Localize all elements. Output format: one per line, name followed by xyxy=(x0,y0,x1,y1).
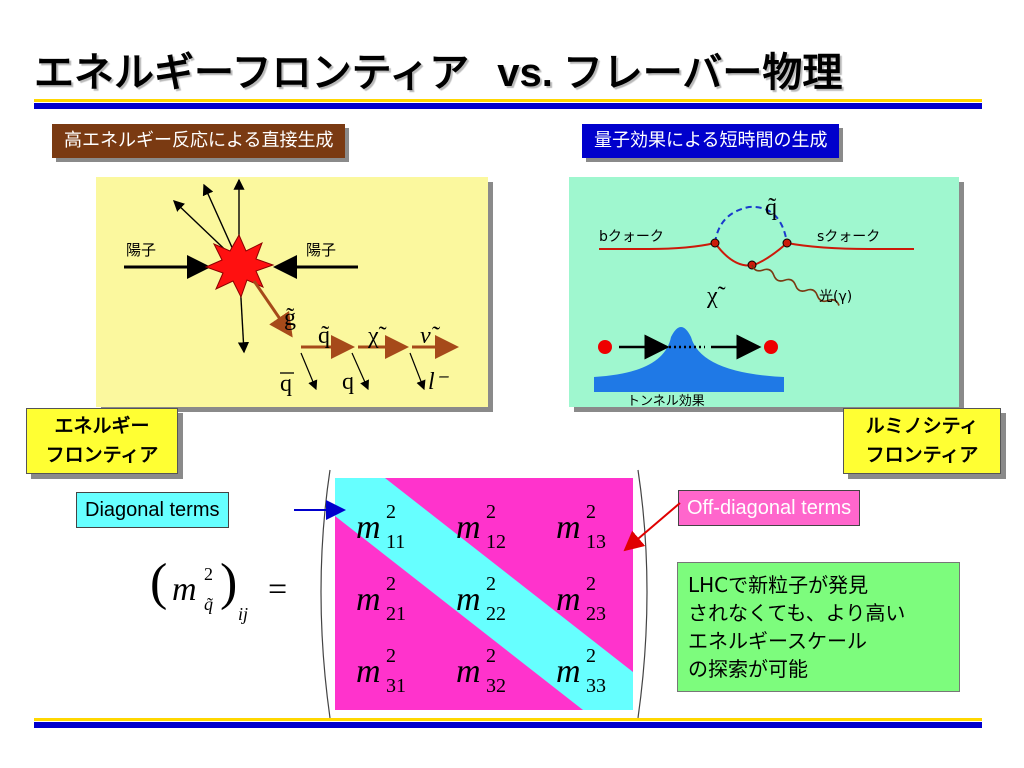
matrix-right-paren xyxy=(637,469,648,719)
direct-production-diagram: 陽子 陽子 g̃ q̃ χ̃ ν̃ q q l⁻ xyxy=(124,178,459,397)
loop-squark-label: q̃ xyxy=(765,195,777,221)
matrix-entry-index: 11 xyxy=(386,531,405,553)
offdiagonal-terms-callout: Off-diagonal terms xyxy=(678,490,861,526)
matrix-entry-m32: m xyxy=(456,653,481,690)
energy-frontier-line1: エネルギー xyxy=(54,415,150,437)
matrix-entry-index: 22 xyxy=(486,603,506,625)
matrix-entry-index: 23 xyxy=(586,603,606,625)
top-rule-blue xyxy=(34,103,982,109)
matrix-entry-index: 12 xyxy=(486,531,506,553)
energy-frontier-tag: エネルギー フロンティア xyxy=(26,408,178,474)
penguin-diagram: q̃ bクォーク sクォーク χ̃ 光(γ) トンネル効果 xyxy=(594,195,914,407)
vertex-left xyxy=(710,238,720,248)
direct-production-label: 高エネルギー反応による直接生成 xyxy=(52,124,346,158)
b-quark-label: bクォーク xyxy=(599,229,664,245)
particle-right xyxy=(764,340,778,354)
sneutrino-label: ν̃ xyxy=(420,323,441,349)
lhs-open-paren: ( xyxy=(150,554,167,611)
lhs-close-paren: ) xyxy=(220,554,237,611)
lhc-note: LHCで新粒子が発見 されなくても、より高い エネルギースケール の探索が可能 xyxy=(677,562,960,692)
diagonal-terms-callout: Diagonal terms xyxy=(76,492,229,528)
energy-frontier-line2: フロンティア xyxy=(45,444,159,466)
matrix-entry-sup: 2 xyxy=(586,501,596,523)
luminosity-frontier-line1: ルミノシティ xyxy=(865,415,979,437)
chi-label: χ̃ xyxy=(706,283,726,309)
note-line: の探索が可能 xyxy=(688,657,808,681)
matrix-entry-index: 13 xyxy=(586,531,606,553)
matrix-entry-sup: 2 xyxy=(486,573,496,595)
matrix-left-paren xyxy=(320,469,331,719)
matrix-entry-m33: m xyxy=(556,653,581,690)
neutralino-label: χ̃ xyxy=(367,323,387,349)
quark-line xyxy=(599,241,914,267)
lhs-index: ij xyxy=(238,604,248,624)
page-title: エネルギーフロンティア vs.フレーバー物理 xyxy=(34,40,842,98)
gluino-label: g̃ xyxy=(284,305,296,331)
s-quark-label: sクォーク xyxy=(817,229,880,245)
lhs-sup: 2 xyxy=(204,564,213,584)
squark-loop xyxy=(714,205,788,244)
matrix-entry-m21: m xyxy=(356,581,381,618)
photon-label: 光(γ) xyxy=(819,289,852,305)
matrix-entry-sup: 2 xyxy=(486,501,496,523)
matrix-entry-m23: m xyxy=(556,581,581,618)
matrix-entry-sup: 2 xyxy=(486,645,496,667)
title-right: フレーバー物理 xyxy=(562,50,843,96)
proton-right-label: 陽子 xyxy=(306,241,336,259)
luminosity-frontier-line2: フロンティア xyxy=(865,444,979,466)
photon-wave xyxy=(751,264,840,306)
tunnel-barrier xyxy=(594,327,784,392)
matrix-entry-index: 31 xyxy=(386,675,406,697)
note-line: LHCで新粒子が発見 xyxy=(688,573,869,597)
antiquark-arrow xyxy=(300,352,318,391)
matrix-entry-sup: 2 xyxy=(586,645,596,667)
quantum-effect-label: 量子効果による短時間の生成 xyxy=(582,124,840,158)
matrix-entry-m12: m xyxy=(456,509,481,546)
proton-left-label: 陽子 xyxy=(126,241,156,259)
quantum-effect-panel xyxy=(569,177,959,407)
lepton-arrow xyxy=(409,352,426,391)
vertex-right xyxy=(782,238,792,248)
matrix-entry-sup: 2 xyxy=(386,501,396,523)
quark-label: q xyxy=(342,369,354,395)
matrix-entry-sup: 2 xyxy=(586,573,596,595)
matrix-diag-band xyxy=(335,478,633,710)
title-vs: vs. xyxy=(497,51,553,95)
matrix-entry-m11: m xyxy=(356,509,381,546)
offdiagonal-pointer xyxy=(623,502,681,552)
matrix-entry-m13: m xyxy=(556,509,581,546)
note-line: されなくても、より高い xyxy=(688,601,906,625)
title-main: エネルギーフロンティア xyxy=(34,50,470,96)
matrix-entry-index: 33 xyxy=(586,675,606,697)
matrix-entry-index: 21 xyxy=(386,603,406,625)
tunnel-label: トンネル効果 xyxy=(627,394,705,407)
direct-production-panel xyxy=(96,177,488,407)
matrix-entry-sup: 2 xyxy=(386,645,396,667)
bottom-rule-blue xyxy=(34,722,982,728)
equals-sign: = xyxy=(268,571,287,608)
collision-burst xyxy=(204,233,275,299)
squark-label: q̃ xyxy=(318,323,330,349)
top-rule-yellow xyxy=(34,99,982,102)
antiquark-label: q xyxy=(280,371,292,397)
bottom-rule-yellow xyxy=(34,718,982,721)
matrix-entry-index: 32 xyxy=(486,675,506,697)
quark-arrow xyxy=(351,352,369,391)
matrix-entry-sup: 2 xyxy=(386,573,396,595)
lhs-base: m xyxy=(172,571,197,608)
luminosity-frontier-tag: ルミノシティ フロンティア xyxy=(843,408,1001,474)
lhs-sub: q̃ xyxy=(204,594,214,614)
matrix-entry-m31: m xyxy=(356,653,381,690)
gluino-arrow xyxy=(252,280,293,338)
particle-left xyxy=(598,340,612,354)
matrix-entry-m22: m xyxy=(456,581,481,618)
lepton-label: l⁻ xyxy=(428,369,450,395)
note-line: エネルギースケール xyxy=(688,629,867,653)
